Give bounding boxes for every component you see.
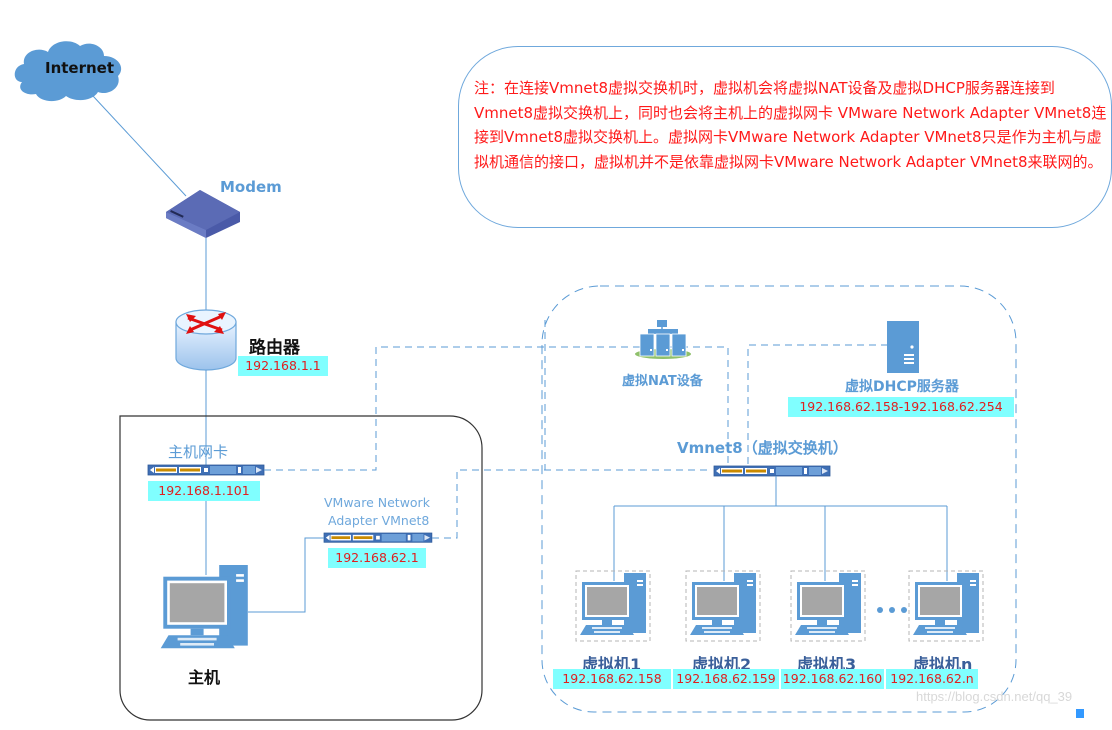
watermark-text: https://blog.csdn.net/qq_39 <box>916 689 1073 704</box>
dhcp-range-ip: 192.168.62.158-192.168.62.254 <box>788 397 1014 417</box>
host-label: 主机 <box>188 668 221 687</box>
dhcp-server-icon <box>887 321 919 373</box>
modem-icon <box>166 190 240 238</box>
vmnet8-adapter-ip: 192.168.62.1 <box>328 548 426 568</box>
corner-marker <box>1076 709 1084 718</box>
host-boundary-box <box>119 415 483 721</box>
nat-device-icon <box>635 320 691 359</box>
vm2-ip: 192.168.62.159 <box>673 669 779 689</box>
host-adapter-link <box>248 537 324 613</box>
virtual-network-boundary <box>541 285 1017 713</box>
vmnet8-adapter-label-line2: Adapter VMnet8 <box>328 513 430 528</box>
nat-device-label: 虚拟NAT设备 <box>622 374 703 389</box>
note-text: 注：在连接Vmnet8虚拟交换机时，虚拟机会将虚拟NAT设备及虚拟DHCP服务器… <box>474 79 1107 171</box>
ellipsis-dots-icon <box>877 607 907 613</box>
vmn-pc-icon <box>908 570 984 642</box>
vmnet8-adapter-icon <box>323 532 433 543</box>
router-label: 路由器 <box>249 338 300 358</box>
vmnet8-adapter-label-line1: VMware Network <box>324 495 430 510</box>
vm3-ip: 192.168.62.160 <box>781 669 884 689</box>
dhcp-server-label: 虚拟DHCP服务器 <box>845 379 959 395</box>
vmnet8-switch-label: Vmnet8（虚拟交换机） <box>677 439 848 457</box>
host-nic-ip: 192.168.1.101 <box>148 481 260 501</box>
vm3-pc-icon <box>790 570 866 642</box>
host-nic-icon <box>147 464 265 476</box>
vmn-ip: 192.168.62.n <box>886 669 978 689</box>
host-pc-icon <box>160 565 248 649</box>
adapter-switch-link <box>432 469 712 539</box>
vm1-pc-icon <box>575 570 651 642</box>
switch-vm-links <box>613 476 948 581</box>
internet-label: Internet <box>45 59 115 77</box>
host-nic-label: 主机网卡 <box>168 443 229 461</box>
modem-label: Modem <box>220 178 282 196</box>
router-ip: 192.168.1.1 <box>238 356 328 376</box>
nic-nat-switch-link <box>264 346 729 471</box>
vmnet8-switch-icon <box>713 465 831 477</box>
vm2-pc-icon <box>685 570 761 642</box>
internet-modem-link <box>92 95 187 197</box>
internet-cloud-icon <box>14 41 122 102</box>
router-icon <box>175 309 237 371</box>
vm1-ip: 192.168.62.158 <box>553 669 671 689</box>
